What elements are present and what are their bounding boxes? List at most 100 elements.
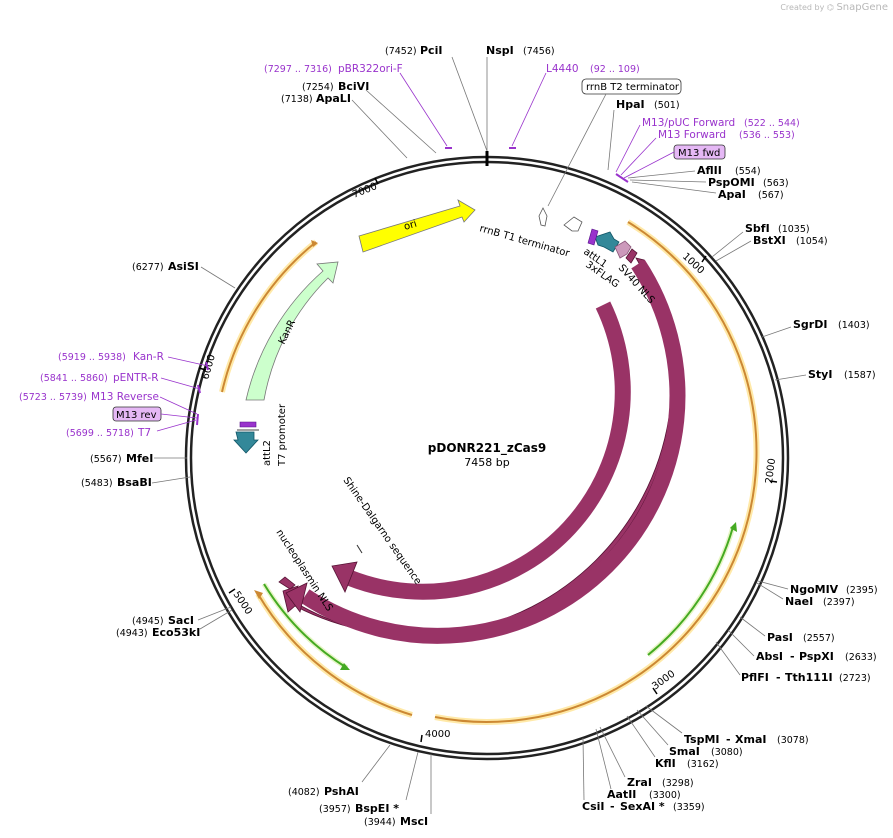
enzyme-mfei[interactable]: MfeI <box>126 452 153 465</box>
enzyme-saci[interactable]: SacI <box>168 614 194 627</box>
leader-pentr <box>160 377 201 390</box>
enzyme-pspomi-pos: (563) <box>763 178 789 189</box>
enzyme-bcivi-pos: (7254) <box>302 82 334 93</box>
enzyme-smai[interactable]: SmaI <box>669 745 700 758</box>
enzyme-pspxi[interactable]: PspXI <box>799 650 834 663</box>
enzyme-tspmi-pos: (3078) <box>777 735 809 746</box>
enzyme-sexai[interactable]: SexAI * <box>620 800 665 813</box>
enzyme-styi-pos: (1587) <box>844 370 876 381</box>
feature-kanr[interactable] <box>245 261 339 401</box>
tick-label-2000: 2000 <box>764 458 778 485</box>
enzyme-nspi[interactable]: NspI <box>486 44 514 57</box>
primer-m13puc-range: (522 .. 544) <box>744 118 800 129</box>
leader-ngomiv <box>757 580 789 590</box>
feature-rrnb-t2-box[interactable] <box>581 78 682 95</box>
enzyme-apai[interactable]: ApaI <box>718 188 746 201</box>
enzyme-apali[interactable]: ApaLI <box>316 92 351 105</box>
enzyme-tspmi-sep: - <box>726 733 731 746</box>
enzyme-msci[interactable]: MscI <box>400 815 428 828</box>
feature-attl1[interactable] <box>594 231 620 253</box>
orf-green-left-arrowhead <box>340 663 350 670</box>
enzyme-sgrdi-pos: (1403) <box>838 320 870 331</box>
enzyme-asisi-pos: (6277) <box>132 262 164 273</box>
primer-m13rev-box-label: M13 rev <box>116 410 157 421</box>
primer-t7[interactable]: T7 <box>137 427 151 439</box>
enzyme-pflfi[interactable]: PflFI <box>741 671 769 684</box>
enzyme-bstxi-pos: (1054) <box>796 236 828 247</box>
primer-pbr322ori-range: (7297 .. 7316) <box>264 64 332 75</box>
orf-arc-left-ori-line <box>221 241 317 393</box>
enzyme-bcivi[interactable]: BciVI <box>338 80 369 93</box>
feature-ori[interactable] <box>358 199 476 253</box>
feature-nucleoplasmin-nls[interactable] <box>278 576 296 590</box>
tick-2000 <box>769 480 778 483</box>
enzyme-pcii[interactable]: PciI <box>420 44 442 57</box>
enzyme-zrai[interactable]: ZraI <box>627 776 652 789</box>
enzyme-aatii-pos: (3300) <box>649 790 681 801</box>
enzyme-bspei[interactable]: BspEI * <box>355 802 399 815</box>
leader-absi <box>727 629 755 657</box>
leader-bstxi <box>715 240 752 262</box>
enzyme-csii-sep: - <box>610 800 615 813</box>
primer-m13rev-long[interactable]: M13 Reverse <box>91 391 159 403</box>
leader-asisi <box>200 266 236 289</box>
enzyme-styi[interactable]: StyI <box>808 368 832 381</box>
leader-pasi <box>739 616 766 637</box>
feature-cas9-inner-band[interactable] <box>347 301 631 600</box>
primer-m13fwd-long[interactable]: M13 Forward <box>658 129 726 141</box>
enzyme-xmai[interactable]: XmaI <box>735 733 766 746</box>
feature-rrnb-t1[interactable] <box>563 216 583 232</box>
primer-pentr[interactable]: pENTR-R <box>113 372 159 384</box>
enzyme-aatii[interactable]: AatII <box>607 788 636 801</box>
feature-sv40-nls[interactable] <box>625 248 638 264</box>
enzyme-csii[interactable]: CsiI <box>582 800 604 813</box>
primer-m13fwd-long-range: (536 .. 553) <box>739 130 795 141</box>
enzyme-absi[interactable]: AbsI <box>756 650 783 663</box>
leader-bcivi <box>365 89 437 154</box>
feature-cas9-inner-arrowhead <box>331 561 358 593</box>
feature-cas9-outer-label: Cas9 <box>642 611 667 636</box>
enzyme-zrai-pos: (3298) <box>662 778 694 789</box>
enzyme-bstxi[interactable]: BstXI <box>753 234 786 247</box>
orf-arrowhead-top <box>311 240 318 247</box>
enzyme-ngomiv-pos: (2395) <box>846 585 878 596</box>
feature-rrnb-t2[interactable] <box>538 207 548 227</box>
orf-green-right-line <box>647 526 734 656</box>
feature-cas9-outer-arrowhead <box>285 582 308 613</box>
enzyme-eco53ki[interactable]: Eco53kI <box>152 626 200 639</box>
enzyme-asisi[interactable]: AsiSI <box>168 260 199 273</box>
enzyme-pspomi[interactable]: PspOMI <box>708 176 755 189</box>
leader-pcii <box>451 56 488 152</box>
enzyme-kfli[interactable]: KflI <box>655 757 676 770</box>
feature-3xflag[interactable] <box>614 240 632 259</box>
enzyme-tspmi[interactable]: TspMI <box>684 733 720 746</box>
primer-m13puc[interactable]: M13/pUC Forward <box>642 117 735 129</box>
enzyme-nspi-pos: (7456) <box>523 46 555 57</box>
enzyme-naei-pos: (2397) <box>823 597 855 608</box>
enzyme-sgrdi[interactable]: SgrDI <box>793 318 827 331</box>
primer-m13rev-mark <box>196 413 199 426</box>
primer-t7-range: (5699 .. 5718) <box>66 428 134 439</box>
enzyme-aflii[interactable]: AflII <box>697 164 722 177</box>
enzyme-naei[interactable]: NaeI <box>785 595 813 608</box>
primer-m13rev-long-range: (5723 .. 5739) <box>19 392 87 403</box>
enzyme-pasi[interactable]: PasI <box>767 631 793 644</box>
enzyme-tth111i[interactable]: Tth111I <box>785 671 833 684</box>
enzyme-absi-pos: (2633) <box>845 652 877 663</box>
enzyme-ngomiv[interactable]: NgoMIV <box>790 583 839 596</box>
primer-kanr-range: (5919 .. 5938) <box>58 352 126 363</box>
primer-pbr322ori[interactable]: pBR322ori-F <box>338 63 403 75</box>
primer-pentr-range: (5841 .. 5860) <box>40 373 108 384</box>
primer-kanr[interactable]: Kan-R <box>133 351 164 363</box>
enzyme-bsabi[interactable]: BsaBI <box>117 476 152 489</box>
plasmid-length: 7458 bp <box>464 456 509 469</box>
enzyme-pshai[interactable]: PshAI <box>324 785 359 798</box>
feature-attl2[interactable] <box>233 431 259 454</box>
leader-naei <box>756 582 784 600</box>
enzyme-apai-pos: (567) <box>758 190 784 201</box>
leader-aflii <box>627 170 696 179</box>
enzyme-sbfi-pos: (1035) <box>778 224 810 235</box>
enzyme-hpai[interactable]: HpaI <box>616 98 645 111</box>
enzyme-sbfi[interactable]: SbfI <box>745 222 770 235</box>
primer-l4440[interactable]: L4440 <box>546 63 579 75</box>
